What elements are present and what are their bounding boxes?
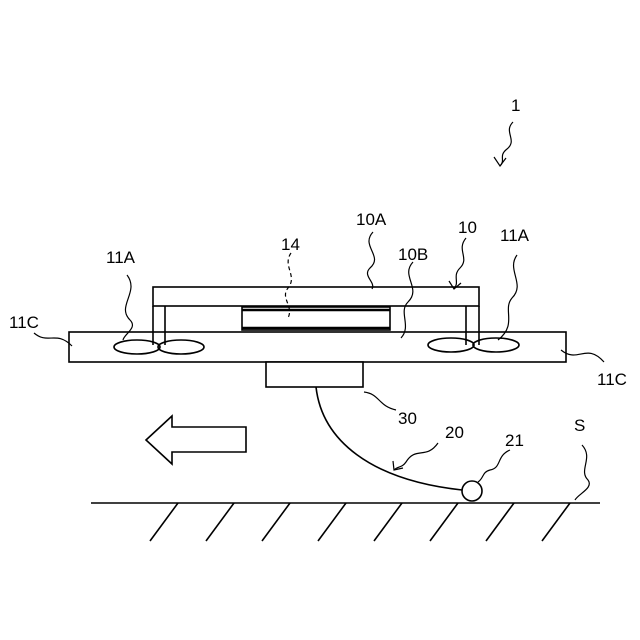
leader-30 — [364, 392, 396, 410]
label-21: 21 — [505, 431, 524, 450]
leader-10A — [367, 232, 374, 289]
label-11C-left: 11C — [9, 313, 39, 332]
label-1: 1 — [511, 96, 520, 115]
label-10A: 10A — [356, 210, 387, 229]
label-20: 20 — [445, 423, 464, 442]
label-S: S — [574, 416, 585, 435]
leader-11A-left — [123, 275, 132, 340]
label-10: 10 — [458, 218, 477, 237]
label-11C-right: 11C — [597, 370, 627, 389]
label-30: 30 — [398, 409, 417, 428]
leader-1 — [494, 122, 513, 166]
label-11A-left: 11A — [106, 248, 136, 267]
ground-surface — [91, 503, 600, 541]
leader-10 — [449, 238, 466, 289]
leader-11A-right — [498, 255, 517, 340]
label-14: 14 — [281, 235, 300, 254]
leader-11C-right — [561, 350, 604, 362]
direction-arrow-left — [146, 416, 246, 464]
leader-11C-left — [34, 333, 72, 346]
label-11A-right: 11A — [500, 226, 530, 245]
frame-bar — [69, 332, 566, 362]
leader-S — [575, 445, 589, 500]
ball — [462, 481, 482, 501]
leader-21 — [478, 450, 510, 482]
top-plate — [153, 287, 479, 306]
cable — [316, 387, 462, 490]
label-10B: 10B — [398, 245, 428, 264]
lower-box — [266, 362, 363, 387]
leader-20 — [393, 443, 438, 470]
